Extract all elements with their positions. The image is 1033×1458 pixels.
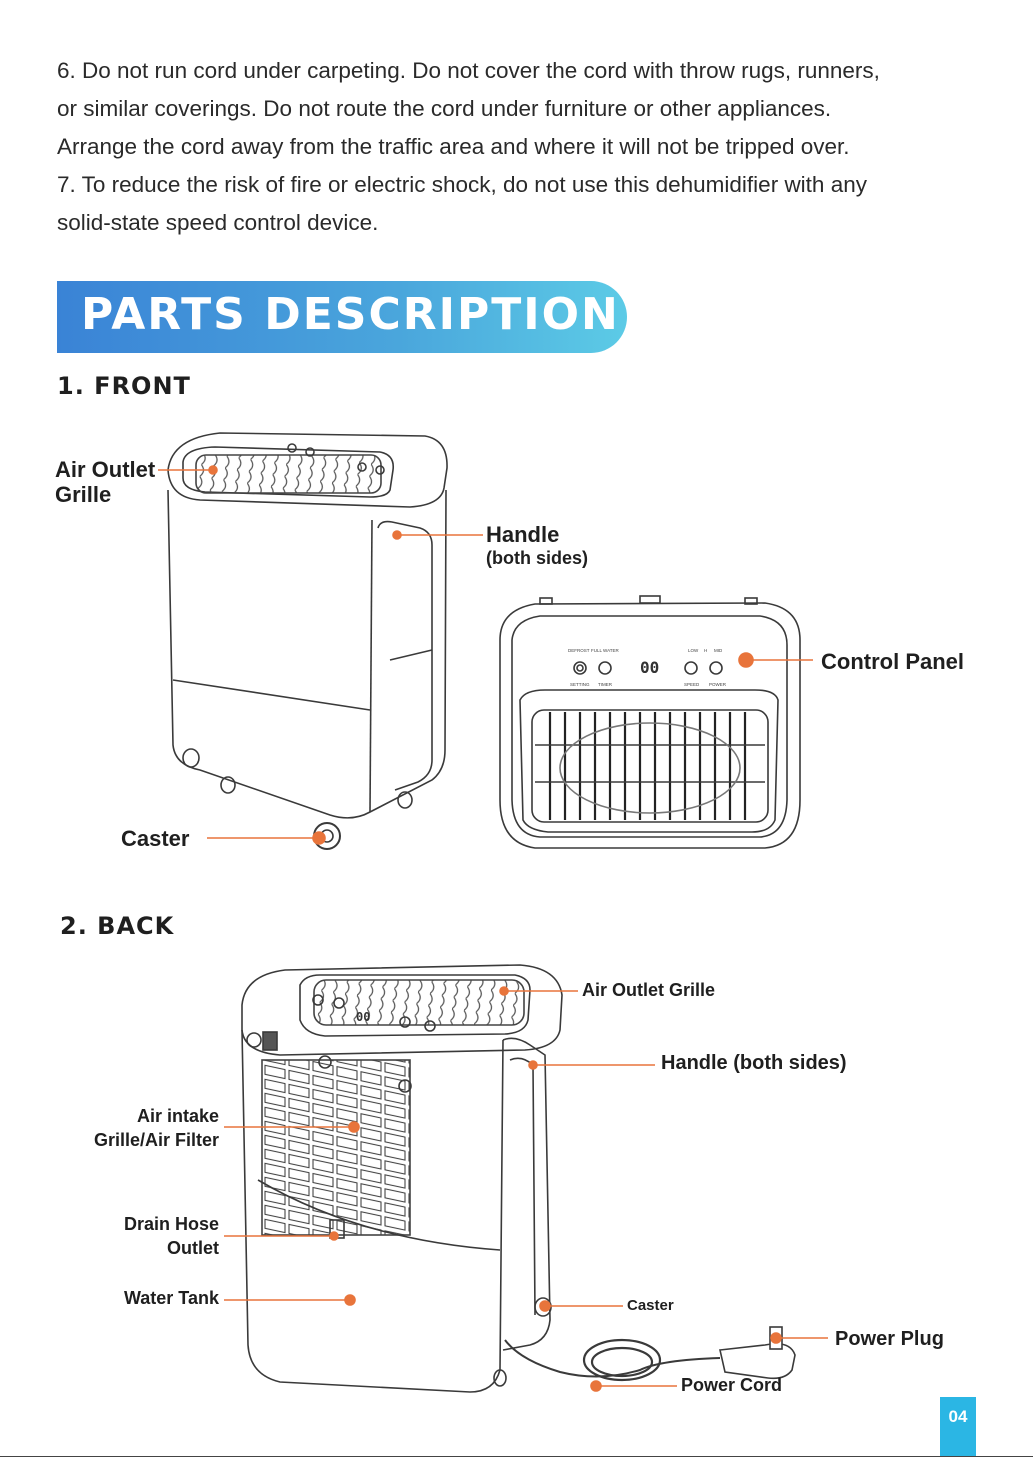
panel-label: MID [714, 648, 723, 653]
section-banner: PARTS DESCRIPTION [57, 281, 627, 353]
intro-line: solid-state speed control device. [57, 210, 379, 235]
panel-label: TIMER [598, 682, 613, 687]
intro-line: Arrange the cord away from the traffic a… [57, 134, 850, 159]
label-water-tank: Water Tank [123, 1288, 219, 1308]
intro-text: 6. Do not run cord under carpeting. Do n… [57, 52, 997, 242]
label-drain-hose: Drain Hose [123, 1214, 219, 1234]
front-section-title: 1. FRONT [57, 372, 191, 400]
label-drain-outlet: Outlet [167, 1238, 219, 1258]
banner-title: PARTS DESCRIPTION [81, 289, 620, 340]
panel-display: 00 [640, 658, 659, 677]
page-number: 04 [940, 1397, 976, 1457]
label-air-intake: Air intake [136, 1106, 219, 1126]
panel-label: LOW [688, 648, 699, 653]
bottom-divider [0, 1456, 1033, 1457]
label-back-air-outlet-grille: Air Outlet Grille [582, 980, 716, 1000]
front-dehumidifier [167, 432, 448, 850]
front-top-view [499, 595, 801, 849]
intro-line: 7. To reduce the risk of fire or electri… [57, 172, 867, 197]
back-section-title: 2. BACK [60, 912, 175, 940]
panel-label: SPEED [684, 682, 700, 687]
panel-label: DEFROST [568, 648, 590, 653]
callout-lines [158, 465, 828, 1392]
label-handle: Handle [486, 522, 560, 547]
label-air-filter: Grille/Air Filter [93, 1130, 219, 1150]
label-handle-note: (both sides) [486, 548, 588, 568]
label-power-cord: Power Cord [681, 1375, 783, 1395]
label-power-plug: Power Plug [835, 1328, 944, 1350]
label-air-outlet-grille-2: Grille [55, 482, 112, 507]
intro-line: or similar coverings. Do not route the c… [57, 96, 832, 121]
panel-label: FULL [591, 648, 603, 653]
label-caster: Caster [121, 826, 190, 851]
label-back-handle: Handle (both sides) [661, 1052, 847, 1074]
panel-label: SETTING [570, 682, 590, 687]
panel-label: POWER [709, 682, 727, 687]
panel-label: H [704, 648, 707, 653]
panel-label: WATER [603, 648, 619, 653]
label-back-caster: Caster [627, 1297, 674, 1314]
label-control-panel: Control Panel [821, 649, 965, 674]
label-air-outlet-grille: Air Outlet [55, 457, 156, 482]
back-panel-display: 00 [356, 1010, 370, 1024]
back-dehumidifier [241, 964, 796, 1393]
intro-line: 6. Do not run cord under carpeting. Do n… [57, 58, 880, 83]
